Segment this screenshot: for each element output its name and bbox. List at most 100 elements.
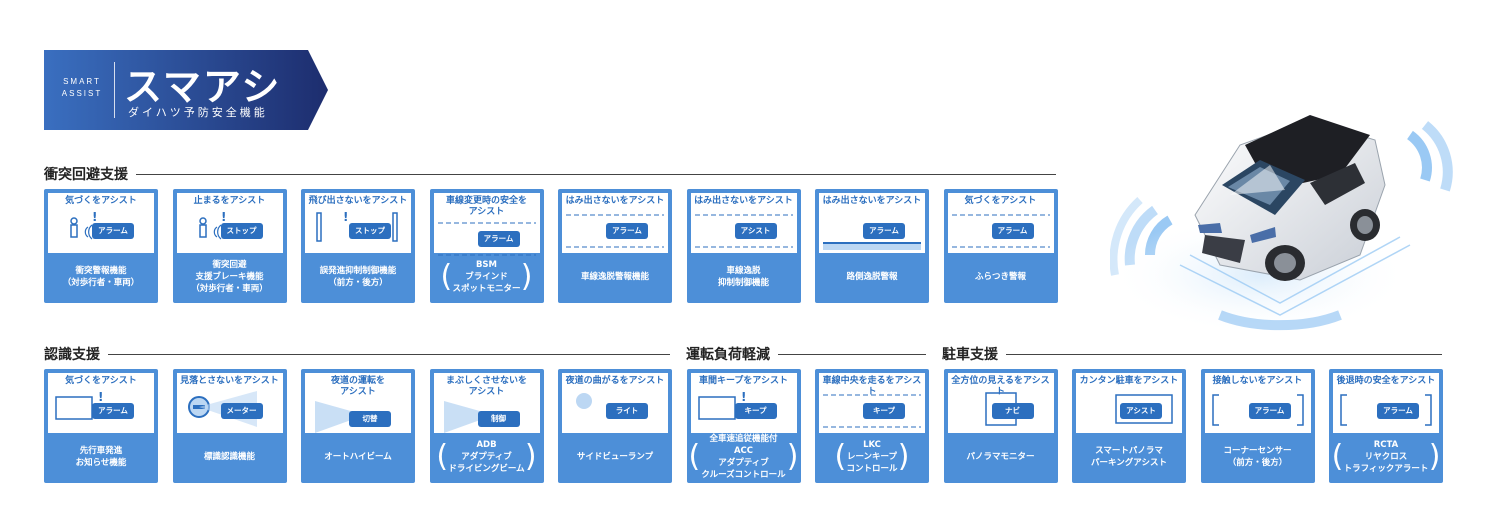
feature-name: 車線逸脱抑制制御機能 xyxy=(717,266,769,288)
feature-pictogram-icon: !アラーム xyxy=(48,207,154,251)
feature-tagline: まぶしくさせないをアシスト xyxy=(445,376,527,397)
feature-card[interactable]: 気づくをアシスト!アラーム衝突警報機能（対歩行者・車両） xyxy=(44,189,158,303)
feature-pictogram-icon: アラーム xyxy=(1205,387,1311,431)
feature-tagline: 気づくをアシスト xyxy=(65,376,137,386)
feature-name: 先行車発進お知らせ機能 xyxy=(75,446,127,468)
feature-pictogram-icon: !キープ xyxy=(691,387,797,431)
feature-tagline: 見落とさないをアシスト xyxy=(180,376,279,386)
feature-pictogram-panel: まぶしくさせないをアシスト制御 xyxy=(433,373,540,433)
feature-pictogram-panel: 車線中央を走るをアシストキープ xyxy=(819,373,925,433)
feature-tagline: 気づくをアシスト xyxy=(65,196,137,206)
feature-name: パノラマモニター xyxy=(966,452,1035,462)
feature-badge: アラーム xyxy=(98,406,128,415)
svg-text:!: ! xyxy=(343,210,348,224)
feature-badge: ストップ xyxy=(226,226,257,235)
feature-pictogram-panel: 夜道の曲がるをアシストライト xyxy=(562,373,668,433)
feature-card[interactable]: 接触しないをアシストアラームコーナーセンサー（前方・後方） xyxy=(1200,369,1315,483)
feature-badge: アシスト xyxy=(1126,406,1156,415)
feature-badge: アラーム xyxy=(869,226,899,235)
feature-card[interactable]: 全方位の見えるをアシストナビパノラマモニター xyxy=(943,369,1058,483)
section-driving: 運転負荷軽減 xyxy=(686,344,926,364)
feature-pictogram-panel: 夜道の運転をアシスト切替 xyxy=(305,373,411,433)
car-illustration xyxy=(1109,105,1460,340)
feature-card[interactable]: 見落とさないをアシストメーター標識認識機能 xyxy=(172,369,287,483)
feature-name: 衝突警報機能（対歩行者・車両） xyxy=(62,266,140,288)
feature-tagline: 車線変更時の安全をアシスト xyxy=(445,196,527,217)
feature-pictogram-panel: 車間キープをアシスト!キープ xyxy=(690,373,797,433)
feature-pictogram-panel: 接触しないをアシストアラーム xyxy=(1204,373,1311,433)
feature-badge: アラーム xyxy=(98,226,128,235)
feature-tagline: 接触しないをアシスト xyxy=(1212,376,1303,386)
feature-pictogram-icon: アラーム xyxy=(562,207,668,251)
feature-pictogram-icon: ライト xyxy=(562,387,668,431)
feature-tagline: 車線中央を走るをアシスト xyxy=(822,376,922,397)
feature-name: コーナーセンサー（前方・後方） xyxy=(1223,446,1292,468)
feature-card[interactable]: はみ出さないをアシストアラーム車線逸脱警報機能 xyxy=(558,189,672,303)
feature-card[interactable]: はみ出さないをアシストアラーム路側逸脱警報 xyxy=(815,189,929,303)
feature-card[interactable]: 夜道の運転をアシスト切替オートハイビーム xyxy=(301,369,415,483)
feature-name: オートハイビーム xyxy=(324,452,392,462)
feature-badge: ライト xyxy=(615,406,639,415)
feature-pictogram-panel: 飛び出さないをアシスト!ストップ xyxy=(305,193,411,253)
feature-card[interactable]: 気づくをアシストアラームふらつき警報 xyxy=(943,189,1058,303)
section-parking: 駐車支援 xyxy=(942,344,1442,364)
feature-card[interactable]: 飛び出さないをアシスト!ストップ誤発進抑制制御機能（前方・後方） xyxy=(301,189,415,303)
feature-pictogram-icon: !アラーム xyxy=(48,387,154,431)
feature-badge: キープ xyxy=(872,406,896,415)
feature-name: スマートパノラマパーキングアシスト xyxy=(1091,446,1167,468)
banner-title: スマアシ xyxy=(124,65,282,109)
feature-pictogram-icon: キープ xyxy=(819,387,925,431)
feature-card[interactable]: 車線変更時の安全をアシストアラームBSMブラインドスポットモニター xyxy=(429,189,544,303)
smart-assist-banner: SMART ASSIST スマアシ ダイハツ予防安全機能 xyxy=(44,50,328,130)
feature-card[interactable]: 夜道の曲がるをアシストライトサイドビューランプ xyxy=(558,369,672,483)
feature-pictogram-panel: 気づくをアシストアラーム xyxy=(947,193,1054,253)
feature-tagline: 全方位の見えるをアシスト xyxy=(951,376,1050,397)
feature-card[interactable]: 車間キープをアシスト!キープ全車速追従機能付ACCアダプティブクルーズコントロー… xyxy=(686,369,801,483)
feature-card[interactable]: 気づくをアシスト!アラーム先行車発進お知らせ機能 xyxy=(44,369,158,483)
feature-pictogram-panel: 車線変更時の安全をアシストアラーム xyxy=(433,193,540,256)
feature-pictogram-icon: アラーム xyxy=(819,207,925,251)
feature-card[interactable]: 後退時の安全をアシストアラームRCTAリヤクロストラフィックアラート xyxy=(1329,369,1443,483)
feature-tagline: 後退時の安全をアシスト xyxy=(1336,376,1436,386)
feature-badge: アラーム xyxy=(1383,406,1413,415)
feature-pictogram-icon: 切替 xyxy=(305,395,411,439)
feature-pictogram-icon: アシスト xyxy=(1076,387,1182,431)
feature-tagline: はみ出さないをアシスト xyxy=(565,196,665,206)
feature-name: 誤発進抑制制御機能（前方・後方） xyxy=(319,266,397,288)
feature-badge: 切替 xyxy=(362,414,378,423)
smart-assist-logo: SMART ASSIST xyxy=(61,77,103,98)
feature-card[interactable]: 車線中央を走るをアシストキープLKCレーンキープコントロール xyxy=(815,369,929,483)
feature-pictogram-icon: !ストップ xyxy=(177,207,283,251)
feature-card[interactable]: はみ出さないをアシストアシスト車線逸脱抑制制御機能 xyxy=(686,189,801,303)
feature-tagline: カンタン駐車をアシスト xyxy=(1079,376,1179,386)
feature-badge: メーター xyxy=(226,406,257,415)
feature-name: 標識認識機能 xyxy=(203,452,255,462)
feature-pictogram-icon: !ストップ xyxy=(305,207,411,251)
feature-pictogram-panel: 見落とさないをアシストメーター xyxy=(176,373,283,433)
banner-subtitle: ダイハツ予防安全機能 xyxy=(128,106,268,119)
feature-card[interactable]: まぶしくさせないをアシスト制御ADBアダプティブドライビングビーム xyxy=(429,369,544,483)
feature-pictogram-panel: 気づくをアシスト!アラーム xyxy=(48,373,154,433)
feature-badge: ナビ xyxy=(1005,406,1020,415)
feature-pictogram-panel: はみ出さないをアシストアラーム xyxy=(819,193,925,253)
feature-pictogram-icon: アシスト xyxy=(691,207,797,251)
feature-card[interactable]: 止まるをアシスト!ストップ衝突回避支援ブレーキ機能（対歩行者・車両） xyxy=(172,189,287,303)
feature-pictogram-panel: カンタン駐車をアシストアシスト xyxy=(1076,373,1182,433)
banner-background xyxy=(44,50,328,130)
feature-tagline: 車間キープをアシスト xyxy=(698,376,789,386)
feature-pictogram-panel: 気づくをアシスト!アラーム xyxy=(48,193,154,253)
feature-badge: キープ xyxy=(744,406,767,415)
feature-pictogram-icon: メーター xyxy=(177,387,283,431)
feature-tagline: 気づくをアシスト xyxy=(964,196,1037,206)
feature-badge: アラーム xyxy=(1254,406,1285,415)
feature-pictogram-icon: 制御 xyxy=(434,395,540,439)
banner-divider xyxy=(114,62,115,118)
feature-pictogram-panel: 後退時の安全をアシストアラーム xyxy=(1333,373,1439,433)
feature-badge: 制御 xyxy=(491,414,506,423)
feature-tagline: 夜道の曲がるをアシスト xyxy=(565,376,665,386)
feature-card[interactable]: カンタン駐車をアシストアシストスマートパノラマパーキングアシスト xyxy=(1072,369,1186,483)
